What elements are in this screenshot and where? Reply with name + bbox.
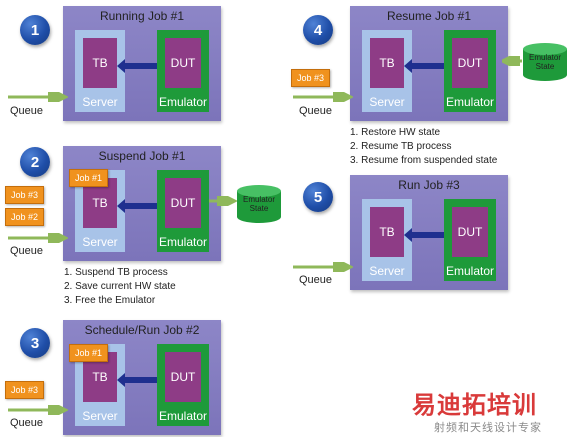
emulator-label: Emulator xyxy=(158,409,208,423)
step-4-action-1: 1. Restore HW state xyxy=(350,127,441,138)
step-1-title: Running Job #1 xyxy=(99,9,185,23)
step-4-panel: Resume Job #1 TB Server DUT Emulator xyxy=(350,6,508,121)
tb-dut-link-arrow xyxy=(117,199,165,213)
emulator-state-drum-4: Emulator State xyxy=(522,42,568,82)
emulator-label: Emulator xyxy=(158,235,208,249)
step-3-number: 3 xyxy=(30,334,40,352)
step-1-badge: 1 xyxy=(20,15,50,45)
queue-arrow-5 xyxy=(293,262,353,272)
emulator-box: DUT Emulator xyxy=(157,30,209,112)
tb-label: TB xyxy=(379,56,395,70)
step-5-title: Run Job #3 xyxy=(398,178,460,192)
server-label: Server xyxy=(82,409,118,423)
step-3-badge: 3 xyxy=(20,328,50,358)
queue-label-3: Queue xyxy=(10,417,44,429)
dut-box: DUT xyxy=(165,352,201,402)
tb-dut-link-arrow xyxy=(404,59,452,73)
queue-arrow-4 xyxy=(293,92,353,102)
dut-box: DUT xyxy=(165,178,201,228)
step-2-action-2: 2. Save current HW state xyxy=(64,281,176,292)
restore-state-arrow xyxy=(502,56,522,66)
tb-label: TB xyxy=(92,56,108,70)
job-tag-queue-2b: Job #2 xyxy=(5,208,45,226)
emulator-label: Emulator xyxy=(158,95,208,109)
tb-dut-link-arrow xyxy=(404,228,452,242)
queue-label-2: Queue xyxy=(10,245,44,257)
job-tag-server-3: Job #1 xyxy=(69,344,109,362)
step-2-number: 2 xyxy=(30,153,40,171)
dut-box: DUT xyxy=(452,38,488,88)
step-4-action-3: 3. Resume from suspended state xyxy=(350,155,498,166)
step-3-title: Schedule/Run Job #2 xyxy=(84,323,200,337)
step-4-title: Resume Job #1 xyxy=(386,9,472,23)
queue-arrow-2 xyxy=(8,233,68,243)
dut-label: DUT xyxy=(170,196,196,210)
watermark-subtitle: 射频和天线设计专家 xyxy=(434,422,542,434)
step-1-panel: Running Job #1 TB Server DUT Emulator xyxy=(63,6,221,121)
job-tag-queue-4: Job #3 xyxy=(291,69,331,87)
server-label: Server xyxy=(82,95,118,109)
queue-arrow-3 xyxy=(8,405,68,415)
queue-label-4: Queue xyxy=(299,105,333,117)
dut-box: DUT xyxy=(165,38,201,88)
emulator-box: DUT Emulator xyxy=(444,30,496,112)
tb-label: TB xyxy=(379,225,395,239)
emulator-label: Emulator xyxy=(445,95,495,109)
tb-dut-link-arrow xyxy=(117,373,165,387)
server-box: TB Server xyxy=(75,30,125,112)
step-2-panel: Suspend Job #1 TB Server DUT Emulator xyxy=(63,146,221,261)
step-2-action-3: 3. Free the Emulator xyxy=(64,295,156,306)
dut-label: DUT xyxy=(170,56,196,70)
emulator-state-drum-2: Emulator State xyxy=(236,184,282,224)
emulator-label: Emulator xyxy=(445,264,495,278)
tb-box: TB xyxy=(370,207,404,257)
tb-box: TB xyxy=(83,38,117,88)
save-state-arrow xyxy=(209,196,237,206)
emulator-box: DUT Emulator xyxy=(157,344,209,426)
emulator-box: DUT Emulator xyxy=(444,199,496,281)
step-1-number: 1 xyxy=(30,21,40,39)
step-2-title: Suspend Job #1 xyxy=(98,149,186,163)
job-tag-queue-2a: Job #3 xyxy=(5,186,45,204)
step-3-panel: Schedule/Run Job #2 TB Server DUT Emulat… xyxy=(63,320,221,435)
watermark-title: 易迪拓培训 xyxy=(412,392,537,419)
server-box: TB Server xyxy=(362,30,412,112)
emulator-box: DUT Emulator xyxy=(157,170,209,252)
tb-label: TB xyxy=(92,196,108,210)
dut-box: DUT xyxy=(452,207,488,257)
queue-label-5: Queue xyxy=(299,274,333,286)
tb-dut-link-arrow xyxy=(117,59,165,73)
dut-label: DUT xyxy=(457,225,483,239)
step-2-badge: 2 xyxy=(20,147,50,177)
server-box: TB Server xyxy=(362,199,412,281)
step-5-badge: 5 xyxy=(303,182,333,212)
emulator-state-label-4: Emulator State xyxy=(528,53,561,71)
queue-arrow-1 xyxy=(8,92,68,102)
server-label: Server xyxy=(369,95,405,109)
step-4-action-2: 2. Resume TB process xyxy=(350,141,452,152)
job-tag-queue-3: Job #3 xyxy=(5,381,45,399)
step-2-actions: 1. Suspend TB process 2. Save current HW… xyxy=(64,266,176,308)
emulator-state-label-2: Emulator State xyxy=(242,195,275,213)
dut-label: DUT xyxy=(170,370,196,384)
tb-box: TB xyxy=(370,38,404,88)
job-tag-server-2: Job #1 xyxy=(69,169,109,187)
step-5-number: 5 xyxy=(313,188,323,206)
step-4-actions: 1. Restore HW state 2. Resume TB process… xyxy=(350,126,497,168)
dut-label: DUT xyxy=(457,56,483,70)
step-5-panel: Run Job #3 TB Server DUT Emulator xyxy=(350,175,508,290)
step-4-number: 4 xyxy=(313,21,323,39)
step-2-action-1: 1. Suspend TB process xyxy=(64,267,168,278)
server-label: Server xyxy=(82,235,118,249)
step-4-badge: 4 xyxy=(303,15,333,45)
tb-label: TB xyxy=(92,370,108,384)
queue-label-1: Queue xyxy=(10,105,44,117)
server-label: Server xyxy=(369,264,405,278)
